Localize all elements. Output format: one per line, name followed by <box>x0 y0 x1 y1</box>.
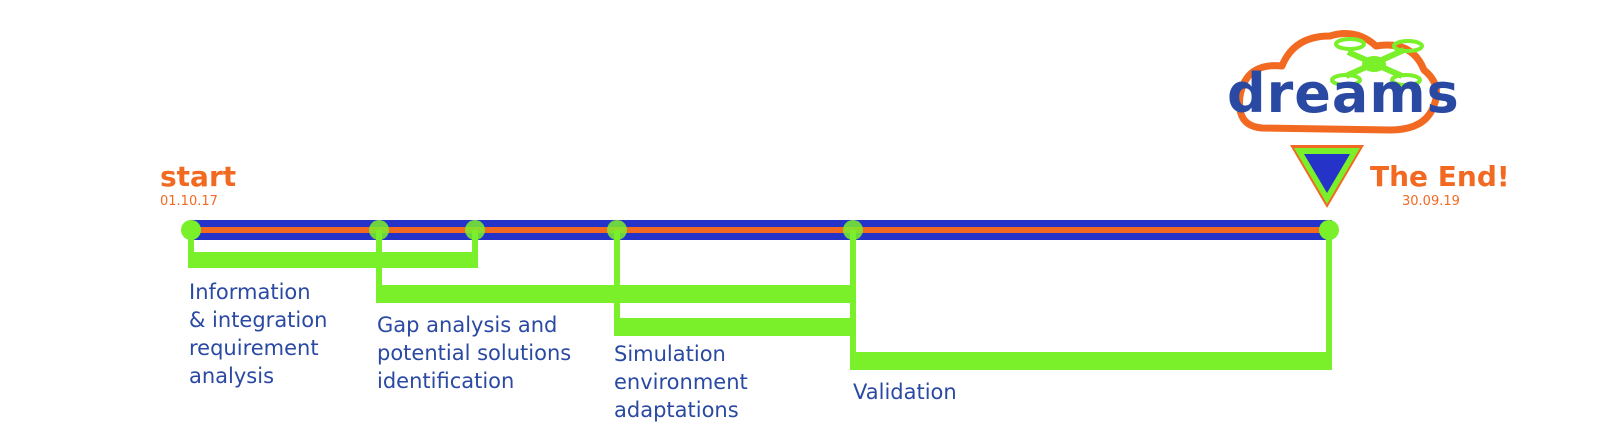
dreams-logo <box>1235 30 1440 134</box>
logo-cloud-outline <box>1235 30 1440 134</box>
milestone-node <box>181 220 201 240</box>
phase-1-label: Information & integration requirement an… <box>189 278 327 390</box>
phase-label-line: environment <box>614 370 748 394</box>
phase-3-bracket <box>614 230 856 336</box>
milestone-nodes <box>181 220 1339 240</box>
phase-label-line: potential solutions <box>377 341 572 365</box>
start-date: 01.10.17 <box>160 194 218 209</box>
end-label: The End! <box>1370 160 1510 193</box>
milestone-node <box>843 220 863 240</box>
phase-1-bracket <box>188 230 478 268</box>
timeline-track <box>190 220 1332 240</box>
phase-label-line: Validation <box>853 380 957 404</box>
milestone-node <box>1319 220 1339 240</box>
phase-label-line: adaptations <box>614 398 739 422</box>
drone-icon <box>1330 37 1424 87</box>
phase-label-line: & integration <box>189 308 328 332</box>
milestone-node <box>369 220 389 240</box>
phase-4-bracket <box>850 230 1332 370</box>
phase-label-line: Simulation <box>614 342 726 366</box>
phase-3-label: Simulation environment adaptations <box>614 340 748 424</box>
phase-connectors <box>188 230 1332 370</box>
phase-label-line: Gap analysis and <box>377 313 558 337</box>
logo-wordmark: dreams <box>1227 62 1460 125</box>
phase-label-line: Information <box>189 280 311 304</box>
phase-2-label: Gap analysis and potential solutions ide… <box>377 311 571 395</box>
phase-4-label: Validation <box>853 378 957 406</box>
phase-label-line: analysis <box>189 364 275 388</box>
end-marker-triangle <box>1290 145 1364 208</box>
phase-label-line: identification <box>377 369 515 393</box>
phase-label-line: requirement <box>189 336 319 360</box>
milestone-node <box>607 220 627 240</box>
milestone-node <box>465 220 485 240</box>
start-label: start <box>160 160 237 193</box>
end-date: 30.09.19 <box>1402 194 1460 209</box>
